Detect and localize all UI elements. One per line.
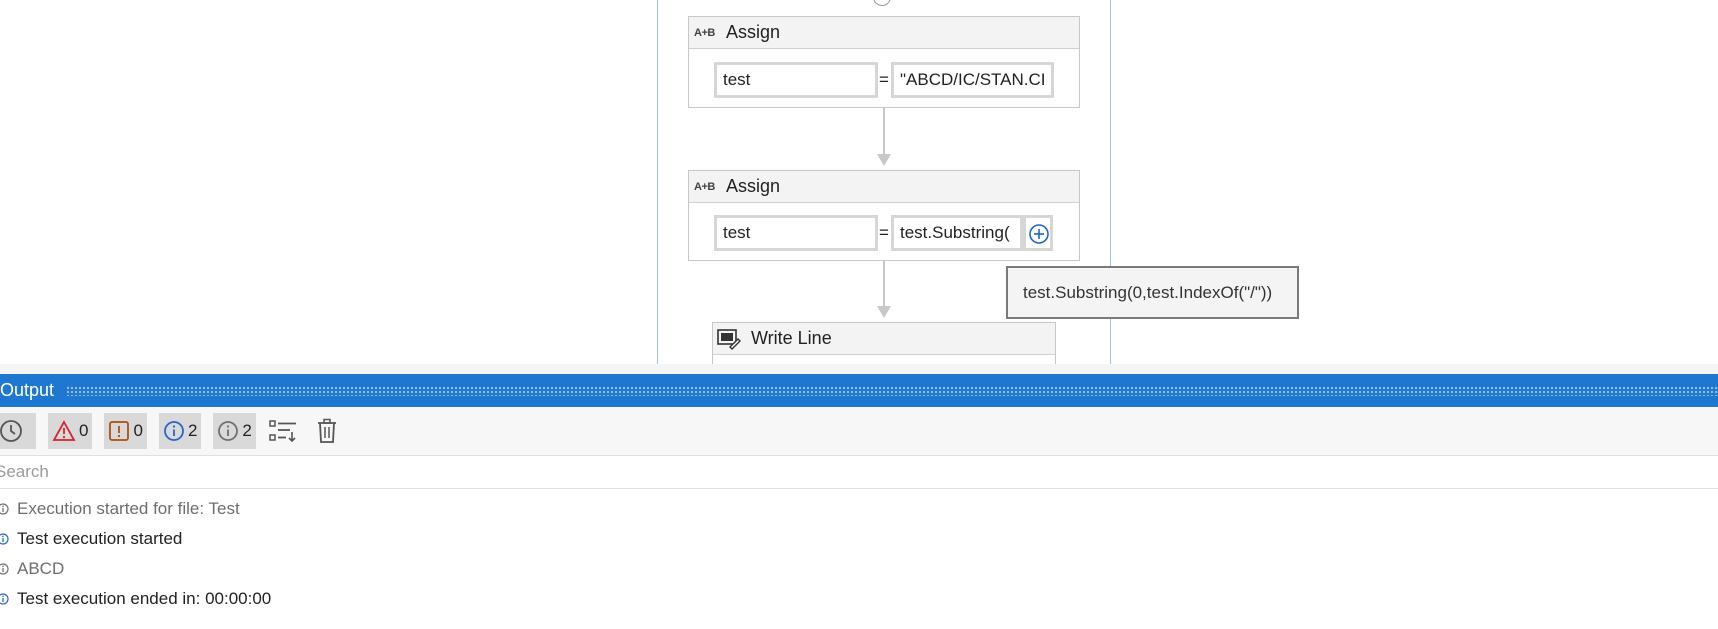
- sequence-container: [657, 0, 1111, 364]
- flow-arrow-icon: [877, 154, 891, 166]
- log-message: Execution started for file: Test: [17, 499, 240, 518]
- assign-icon: A+B: [694, 180, 715, 193]
- expression-tooltip: test.Substring(0,test.IndexOf("/")): [1006, 266, 1299, 319]
- trace-info-icon: [0, 563, 9, 575]
- trace-count: 2: [242, 421, 252, 440]
- show-timestamps-button[interactable]: [0, 413, 36, 449]
- assign-to-field[interactable]: test: [714, 215, 878, 251]
- activity-title: Assign: [726, 22, 781, 42]
- output-search-input[interactable]: [0, 462, 595, 482]
- write-line-header: Write Line: [713, 323, 1055, 355]
- write-line-activity[interactable]: Write Line: [712, 322, 1056, 364]
- plus-circle-icon: [1029, 224, 1049, 244]
- info-icon: [164, 421, 184, 441]
- log-entry[interactable]: Test execution started: [0, 524, 1718, 554]
- list-sort-icon: [269, 420, 296, 443]
- assign-value-field[interactable]: test.Substring(: [891, 215, 1023, 251]
- log-message: ABCD: [17, 559, 65, 578]
- clock-icon: [0, 420, 22, 442]
- assign-value-field[interactable]: "ABCD/IC/STAN.CI: [891, 62, 1054, 98]
- warning-count: 0: [133, 421, 143, 440]
- trace-info-icon: [218, 421, 239, 441]
- log-entry[interactable]: Test execution ended in: 00:00:00: [0, 584, 1718, 614]
- output-log-list: Execution started for file: Test Test ex…: [0, 494, 1718, 614]
- assign-icon: A+B: [694, 26, 715, 39]
- warnings-filter-button[interactable]: 0: [104, 413, 147, 449]
- error-count: 0: [79, 421, 89, 440]
- warning-square-icon: [109, 421, 130, 441]
- output-toolbar: 0 0 2 2: [0, 407, 1718, 456]
- workflow-designer: A+B Assign test = "ABCD/IC/STAN.CI A+B A…: [657, 0, 1299, 364]
- clear-output-button[interactable]: [316, 413, 338, 449]
- errors-filter-button[interactable]: 0: [48, 413, 93, 449]
- output-titlebar[interactable]: Output: [0, 374, 1718, 407]
- log-message: Test execution started: [17, 529, 183, 548]
- output-panel: Output 0 0: [0, 364, 1718, 629]
- error-triangle-icon: [52, 420, 76, 441]
- assign-activity-header: A+B Assign: [689, 171, 1079, 203]
- info-count: 2: [187, 421, 198, 440]
- write-line-icon: [717, 328, 741, 350]
- info-icon: [0, 593, 9, 605]
- activity-title: Write Line: [751, 328, 832, 348]
- activity-title: Assign: [726, 176, 781, 196]
- expression-editor-button[interactable]: [1023, 215, 1053, 251]
- flow-arrow-icon: [877, 306, 891, 318]
- log-entry[interactable]: ABCD: [0, 554, 1718, 584]
- trace-filter-button[interactable]: 2: [213, 413, 256, 449]
- assign-to-field[interactable]: test: [714, 62, 878, 98]
- panel-drag-grip[interactable]: [66, 385, 1718, 396]
- output-title: Output: [0, 380, 55, 400]
- output-search-bar: [0, 456, 1718, 489]
- trash-icon: [317, 418, 336, 443]
- panel-separator: [0, 364, 1718, 374]
- log-entry[interactable]: Execution started for file: Test: [0, 494, 1718, 524]
- assign-activity-header: A+B Assign: [689, 17, 1079, 49]
- info-filter-button[interactable]: 2: [158, 413, 202, 449]
- equals-sign: =: [879, 70, 889, 89]
- trace-info-icon: [0, 503, 9, 515]
- collapse-all-button[interactable]: [268, 413, 298, 449]
- equals-sign: =: [879, 223, 889, 242]
- flow-connector: [883, 108, 885, 154]
- info-icon: [0, 533, 9, 545]
- flow-connector: [883, 261, 885, 307]
- log-message: Test execution ended in: 00:00:00: [17, 589, 272, 608]
